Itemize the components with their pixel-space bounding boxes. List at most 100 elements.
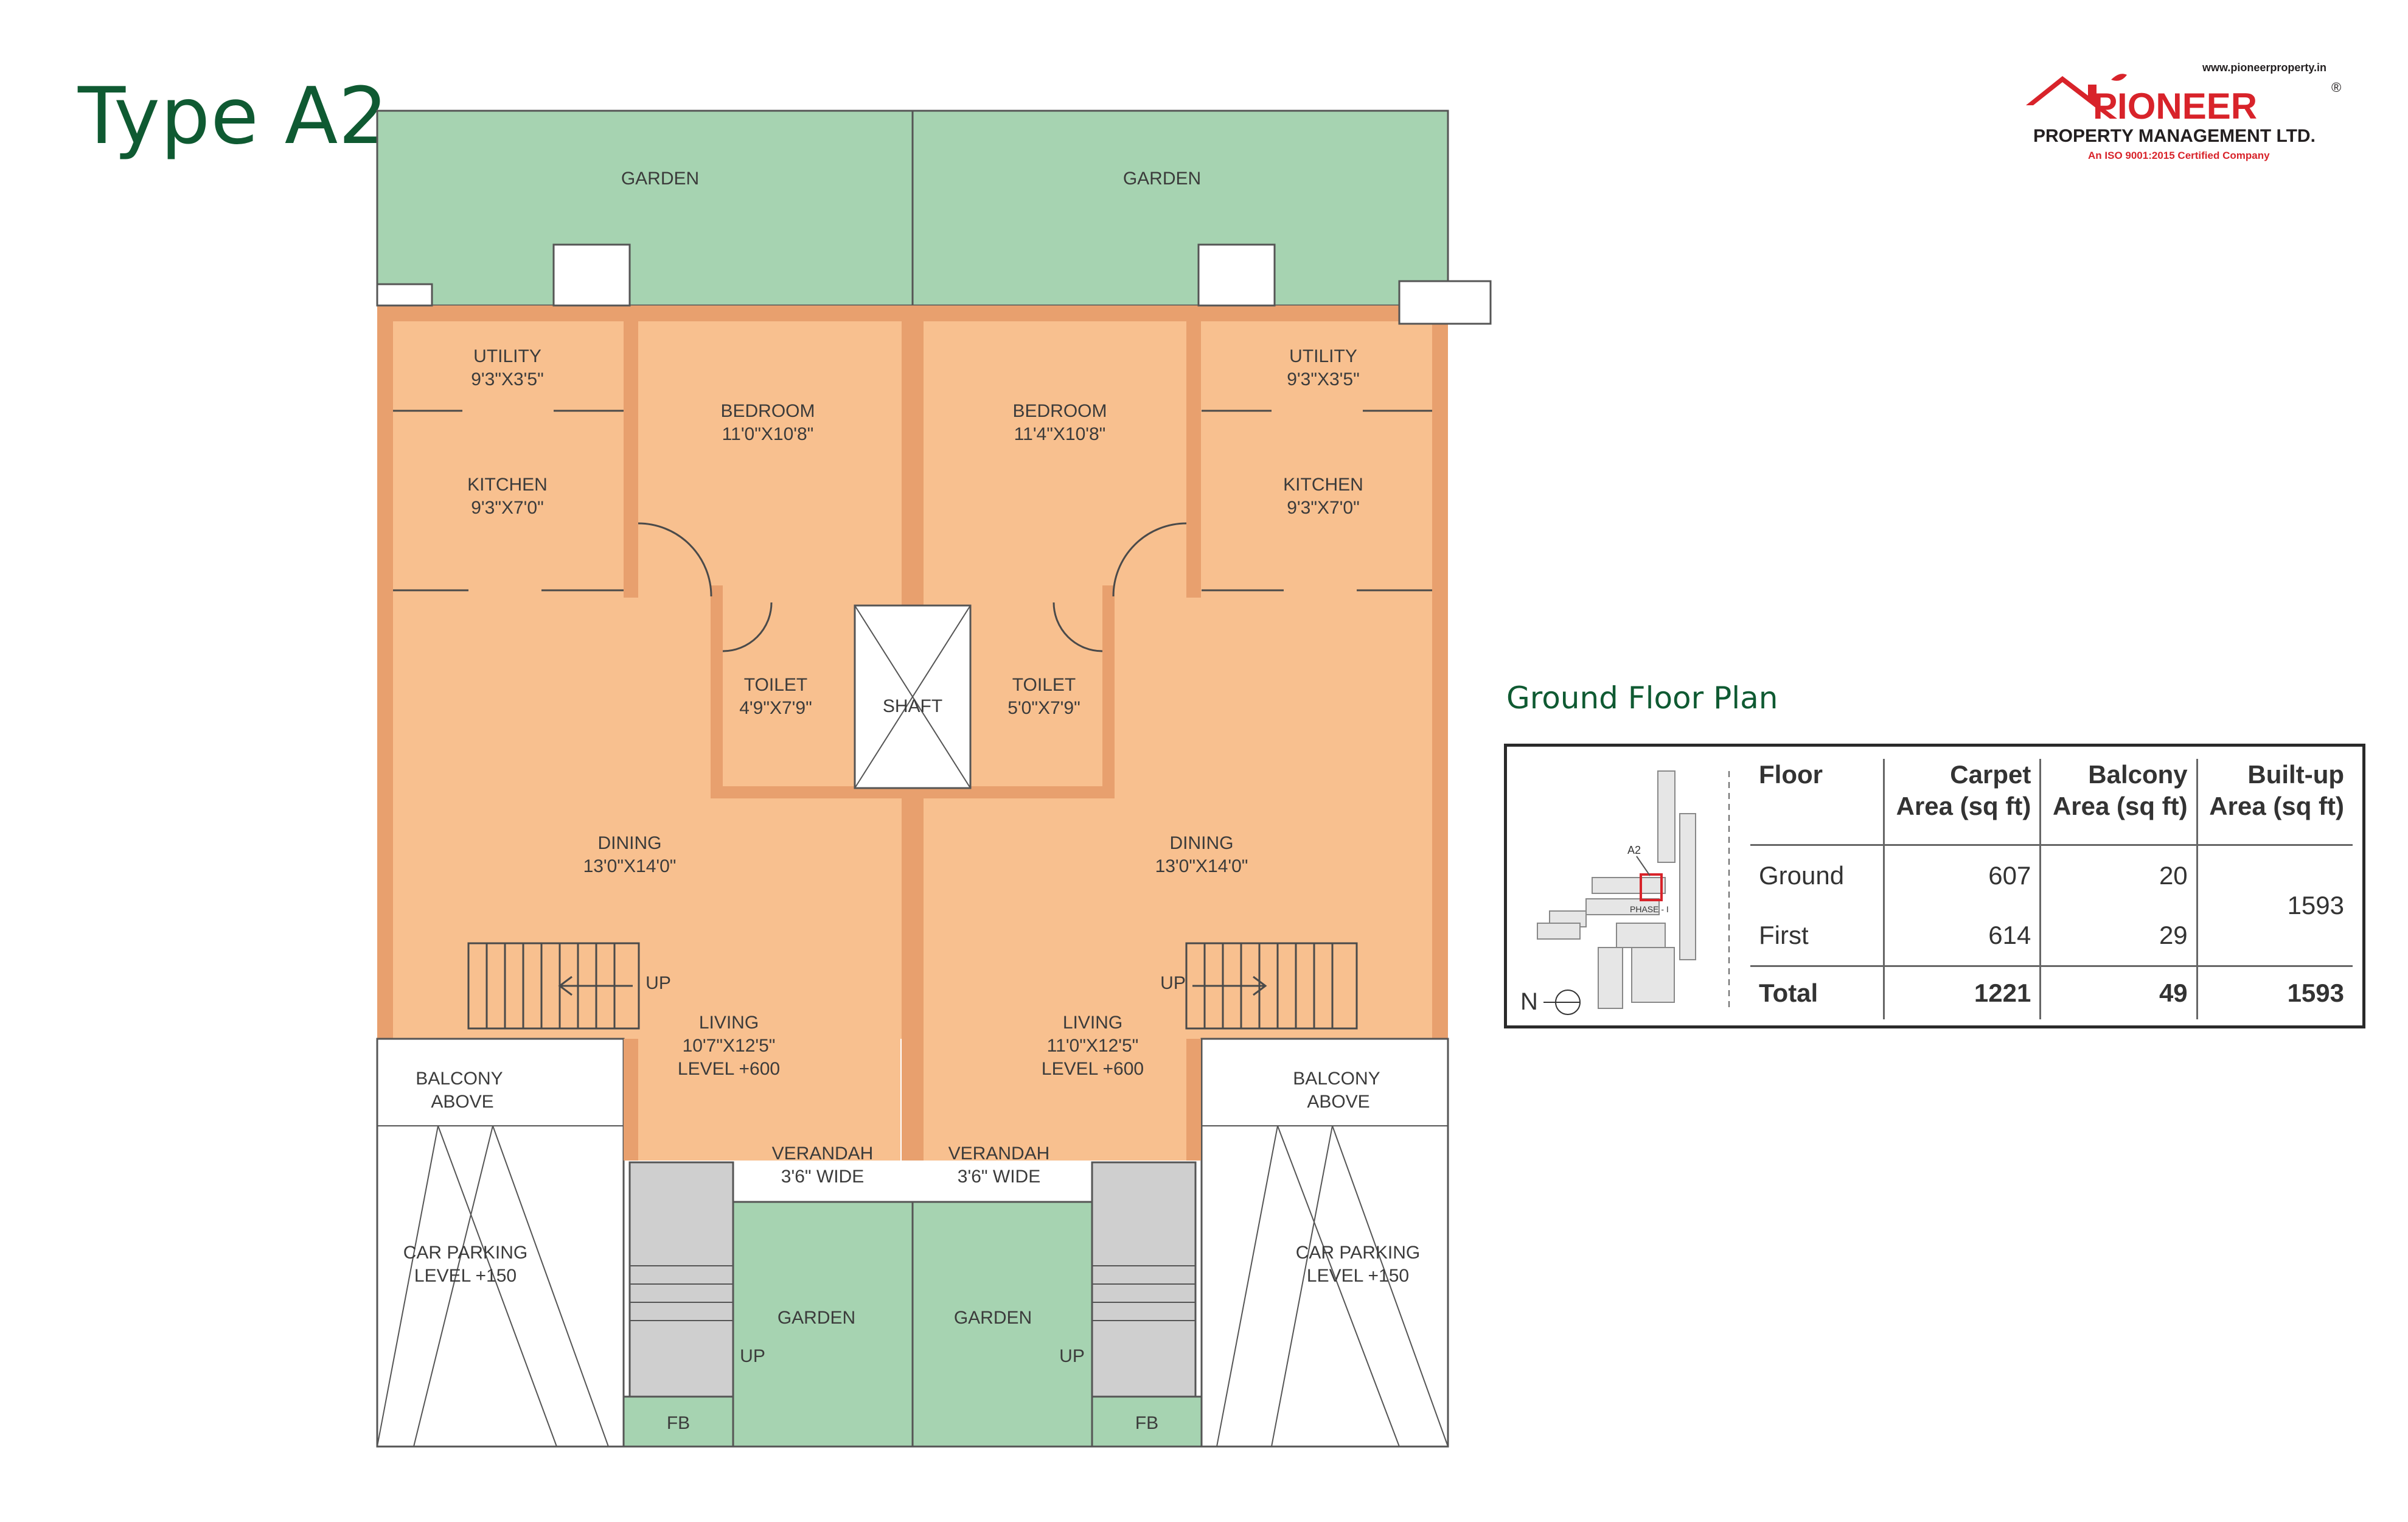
total-carpet: 1221 (1882, 966, 2041, 1019)
unit-highlight (1640, 873, 1663, 901)
label-carpark-left-level: LEVEL +150 (414, 1266, 517, 1286)
label-balcony-left-1: BALCONY (416, 1069, 503, 1089)
row-first-carpet: 614 (1882, 906, 2041, 967)
label-kitchen-right: KITCHEN (1283, 475, 1363, 495)
total-balcony: 49 (2039, 966, 2197, 1019)
label-up-entry-right: UP (1059, 1346, 1085, 1366)
key-map-unit-label: A2 (1627, 844, 1641, 856)
label-shaft: SHAFT (883, 696, 942, 716)
wall-toilet-bottom-right (924, 786, 1115, 798)
roof-icon (2026, 76, 2117, 119)
garden-bottom-right (911, 1201, 1093, 1448)
label-dining-right: DINING (1170, 833, 1234, 853)
stair-left (467, 942, 640, 1030)
label-toilet-left-dim: 4'9"X7'9" (739, 698, 812, 718)
carpark-left-area (376, 1038, 625, 1448)
wall-left (377, 305, 393, 1039)
garden-bottom-left (732, 1201, 914, 1448)
key-map: A2 PHASE - I N (1520, 770, 1730, 1015)
pioneer-logo: www.pioneerproperty.in PIONEER ® PROPERT… (2026, 61, 2341, 161)
label-bedroom-right: BEDROOM (1012, 401, 1107, 421)
label-toilet-left: TOILET (744, 675, 807, 695)
label-dining-left-dim: 13'0"X14'0" (583, 856, 677, 876)
label-up-stair-right: UP (1160, 973, 1186, 993)
row-ground-floor: Ground (1759, 861, 1845, 890)
brand-name: PIONEER (2093, 86, 2257, 127)
brand-subtitle: PROPERTY MANAGEMENT LTD. (2033, 126, 2316, 146)
label-living-left-dim: 10'7"X12'5" (683, 1036, 776, 1056)
table-row: First 614 29 (1750, 906, 2353, 967)
row-ground-carpet: 607 (1882, 845, 2041, 906)
label-utility-right-dim: 9'3"X3'5" (1287, 369, 1360, 389)
carpark-right-area (1200, 1038, 1449, 1448)
label-verandah-right: VERANDAH (948, 1143, 1050, 1164)
label-bedroom-right-dim: 11'4"X10'8" (1014, 424, 1106, 444)
living-front-left (624, 1039, 900, 1161)
ground-floor-heading: Ground Floor Plan (1506, 680, 1778, 716)
leaf-icon (2111, 74, 2127, 81)
registered-mark: ® (2331, 80, 2341, 95)
label-living-right: LIVING (1063, 1013, 1122, 1033)
label-kitchen-right-dim: 9'3"X7'0" (1287, 498, 1360, 518)
label-balcony-right-1: BALCONY (1293, 1069, 1380, 1089)
label-verandah-left-dim: 3'6" WIDE (781, 1167, 864, 1187)
label-toilet-right: TOILET (1012, 675, 1076, 695)
label-garden-bottom-left: GARDEN (778, 1308, 855, 1328)
label-up-entry-left: UP (740, 1346, 765, 1366)
living-front-right (924, 1039, 1200, 1161)
label-carpark-left: CAR PARKING (403, 1243, 527, 1263)
label-bedroom-left: BEDROOM (720, 401, 815, 421)
fb-left-box (622, 1395, 734, 1448)
brand-certification: An ISO 9001:2015 Certified Company (2088, 150, 2270, 161)
label-utility-right: UTILITY (1289, 346, 1357, 366)
label-living-right-dim: 11'0"X12'5" (1047, 1036, 1139, 1056)
label-garden-bottom-right: GARDEN (954, 1308, 1032, 1328)
builtup-combined: 1593 (2196, 845, 2353, 967)
label-toilet-right-dim: 5'0"X7'9" (1007, 698, 1080, 718)
label-carpark-right-level: LEVEL +150 (1307, 1266, 1409, 1286)
label-kitchen-left-dim: 9'3"X7'0" (471, 498, 544, 518)
label-balcony-right-2: ABOVE (1307, 1092, 1369, 1112)
table-row-total: Total 1221 49 1593 (1750, 966, 2353, 1019)
stair-right (1185, 942, 1358, 1030)
label-bedroom-left-dim: 11'0"X10'8" (722, 424, 814, 444)
label-verandah-right-dim: 3'6" WIDE (958, 1167, 1040, 1187)
total-label: Total (1759, 979, 1818, 1007)
label-fb-left: FB (667, 1413, 690, 1433)
table-row: Ground 607 20 1593 (1750, 845, 2353, 967)
total-builtup: 1593 (2196, 966, 2353, 1019)
wall-toilet-right (1102, 585, 1115, 798)
label-dining-left: DINING (598, 833, 662, 853)
label-verandah-left: VERANDAH (772, 1143, 874, 1164)
fb-right-box (1091, 1395, 1203, 1448)
label-living-left: LIVING (699, 1013, 759, 1033)
label-dining-right-dim: 13'0"X14'0" (1155, 856, 1248, 876)
row-first-balcony: 29 (2039, 906, 2197, 967)
wall-right (1432, 305, 1448, 1039)
garden-top-left (376, 110, 914, 307)
label-utility-left-dim: 9'3"X3'5" (471, 369, 544, 389)
label-up-stair-left: UP (645, 973, 671, 993)
north-label: N (1520, 988, 1538, 1015)
label-carpark-right: CAR PARKING (1296, 1243, 1420, 1263)
page-title: Type A2 (78, 71, 389, 162)
brand-url: www.pioneerproperty.in (2202, 61, 2326, 74)
label-living-left-level: LEVEL +600 (678, 1059, 780, 1079)
wall-inner-left (624, 305, 638, 598)
label-kitchen-left: KITCHEN (467, 475, 548, 495)
row-first-floor: First (1750, 906, 1884, 967)
label-garden-top-right: GARDEN (1123, 169, 1201, 189)
wall-inner-right (1186, 305, 1201, 598)
garden-top-right (911, 110, 1449, 307)
label-balcony-left-2: ABOVE (431, 1092, 493, 1112)
key-map-phase-label: PHASE - I (1630, 904, 1669, 914)
label-utility-left: UTILITY (473, 346, 541, 366)
entry-stair-right (1091, 1161, 1197, 1398)
header-floor: Floor (1750, 759, 1884, 846)
